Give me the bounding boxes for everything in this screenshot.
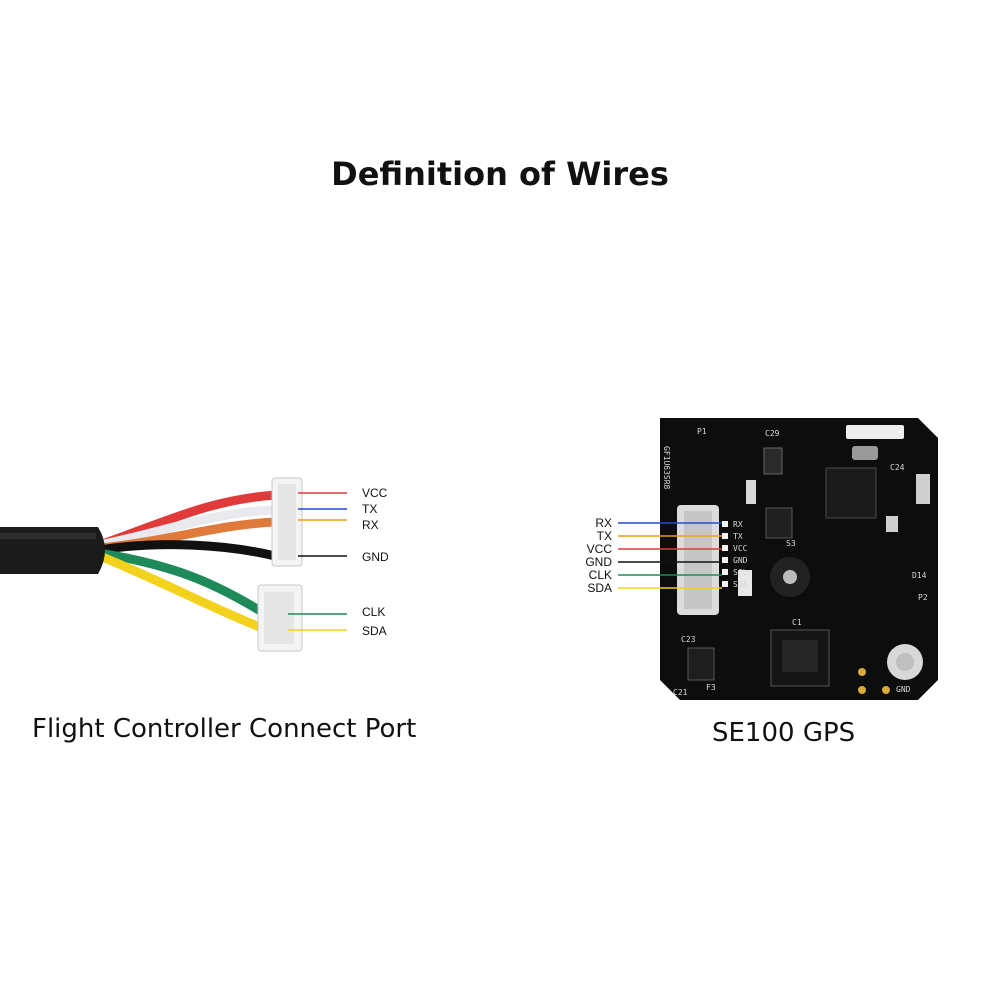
wire-gnd	[95, 540, 280, 561]
board-pin-rx: RX	[733, 520, 743, 529]
gps-label-gnd: GND	[585, 555, 612, 569]
gps-label-rx: RX	[595, 516, 612, 530]
silk-p1: P1	[697, 427, 707, 436]
silk-c1: C1	[792, 618, 802, 627]
silk-c23: C23	[681, 635, 696, 644]
board-pin-sda: SDA	[733, 580, 748, 589]
wire-tx	[95, 505, 280, 550]
gps-label-vcc: VCC	[587, 542, 613, 556]
cable-label-sda: SDA	[362, 624, 387, 638]
board-pin-scl: SCL	[733, 568, 748, 577]
wire-clk	[95, 548, 267, 617]
right-caption: SE100 GPS	[712, 718, 856, 748]
cable-label-rx: RX	[362, 518, 379, 532]
silk-c24: C24	[890, 463, 905, 472]
cable-label-clk: CLK	[362, 605, 385, 619]
board-pin-tx: TX	[733, 532, 743, 541]
silk-gnd: GND	[896, 685, 911, 694]
page-title: Definition of Wires	[331, 155, 669, 193]
silk-f3: F3	[706, 683, 716, 692]
cable-assembly	[0, 477, 303, 652]
left-caption: Flight Controller Connect Port	[32, 714, 417, 744]
gps-label-sda: SDA	[587, 581, 612, 595]
silk-c29: C29	[765, 429, 780, 438]
silk-p2: P2	[918, 593, 928, 602]
gps-label-clk: CLK	[589, 568, 612, 582]
board-pin-gnd: GND	[733, 556, 748, 565]
silk-c21: C21	[673, 688, 688, 697]
board-pin-vcc: VCC	[733, 544, 748, 553]
silk-s3: S3	[786, 539, 796, 548]
silk-d14: D14	[912, 571, 927, 580]
crystal	[852, 446, 878, 460]
silk-vertical: GF1U63SR8	[662, 446, 671, 490]
cable-label-vcc: VCC	[362, 486, 388, 500]
cable-label-gnd: GND	[362, 550, 389, 564]
gps-label-tx: TX	[597, 529, 612, 543]
cable-label-tx: TX	[362, 502, 377, 516]
gps-pin-labels: RX TX VCC GND CLK SDA	[585, 516, 722, 595]
cable-labels: VCC TX RX GND CLK SDA	[288, 486, 389, 638]
gps-module-chip	[825, 467, 877, 519]
wire-sda	[95, 551, 267, 633]
gps-board: C29 P1 C24 D14 P2 S3 C1 C23 C21 F3 GND G…	[660, 418, 938, 700]
